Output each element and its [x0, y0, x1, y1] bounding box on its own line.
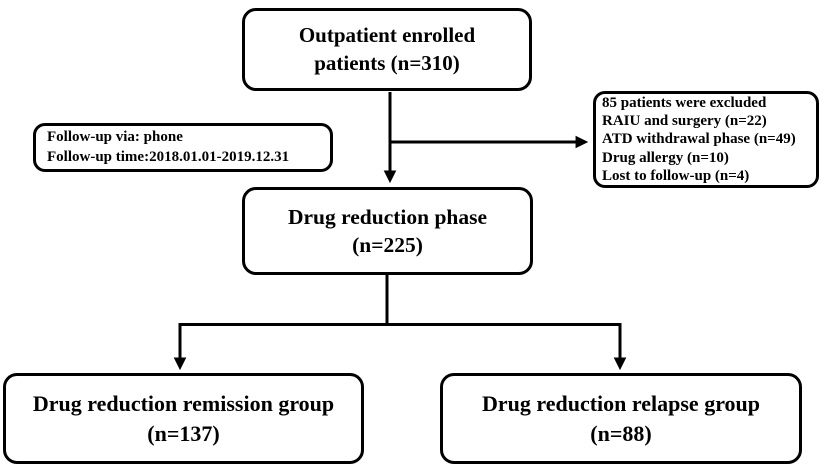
node-followup-info: Follow-up via: phone Follow-up time:2018…	[33, 123, 333, 172]
node-text-line: 85 patients were excluded	[602, 95, 767, 112]
node-text-line: Lost to follow-up (n=4)	[602, 167, 750, 184]
node-text-line: Drug allergy (n=10)	[602, 149, 729, 166]
node-relapse-group: Drug reduction relapse group (n=88)	[440, 373, 802, 464]
node-text-line: patients (n=310)	[314, 50, 460, 75]
node-text-line: Follow-up via: phone	[47, 128, 183, 145]
node-text-line: Drug reduction relapse group	[481, 391, 761, 417]
node-text-line: Drug reduction phase	[287, 204, 488, 229]
node-drug-reduction-phase: Drug reduction phase (n=225)	[242, 187, 533, 275]
node-outpatient-enrolled: Outpatient enrolled patients (n=310)	[242, 8, 532, 91]
node-text-line: RAIU and surgery (n=22)	[602, 113, 767, 130]
node-text-line: Drug reduction remission group	[32, 391, 335, 417]
node-text-line: (n=137)	[147, 420, 220, 446]
node-remission-group: Drug reduction remission group (n=137)	[3, 373, 364, 464]
node-text-line: Follow-up time:2018.01.01-2019.12.31	[47, 148, 290, 165]
node-text-line: (n=225)	[352, 233, 423, 257]
node-text-line: ATD withdrawal phase (n=49)	[602, 131, 796, 148]
node-text-line: (n=88)	[590, 420, 652, 446]
node-excluded-patients: 85 patients were excluded RAIU and surge…	[593, 91, 819, 188]
node-text-line: Outpatient enrolled	[298, 22, 476, 47]
